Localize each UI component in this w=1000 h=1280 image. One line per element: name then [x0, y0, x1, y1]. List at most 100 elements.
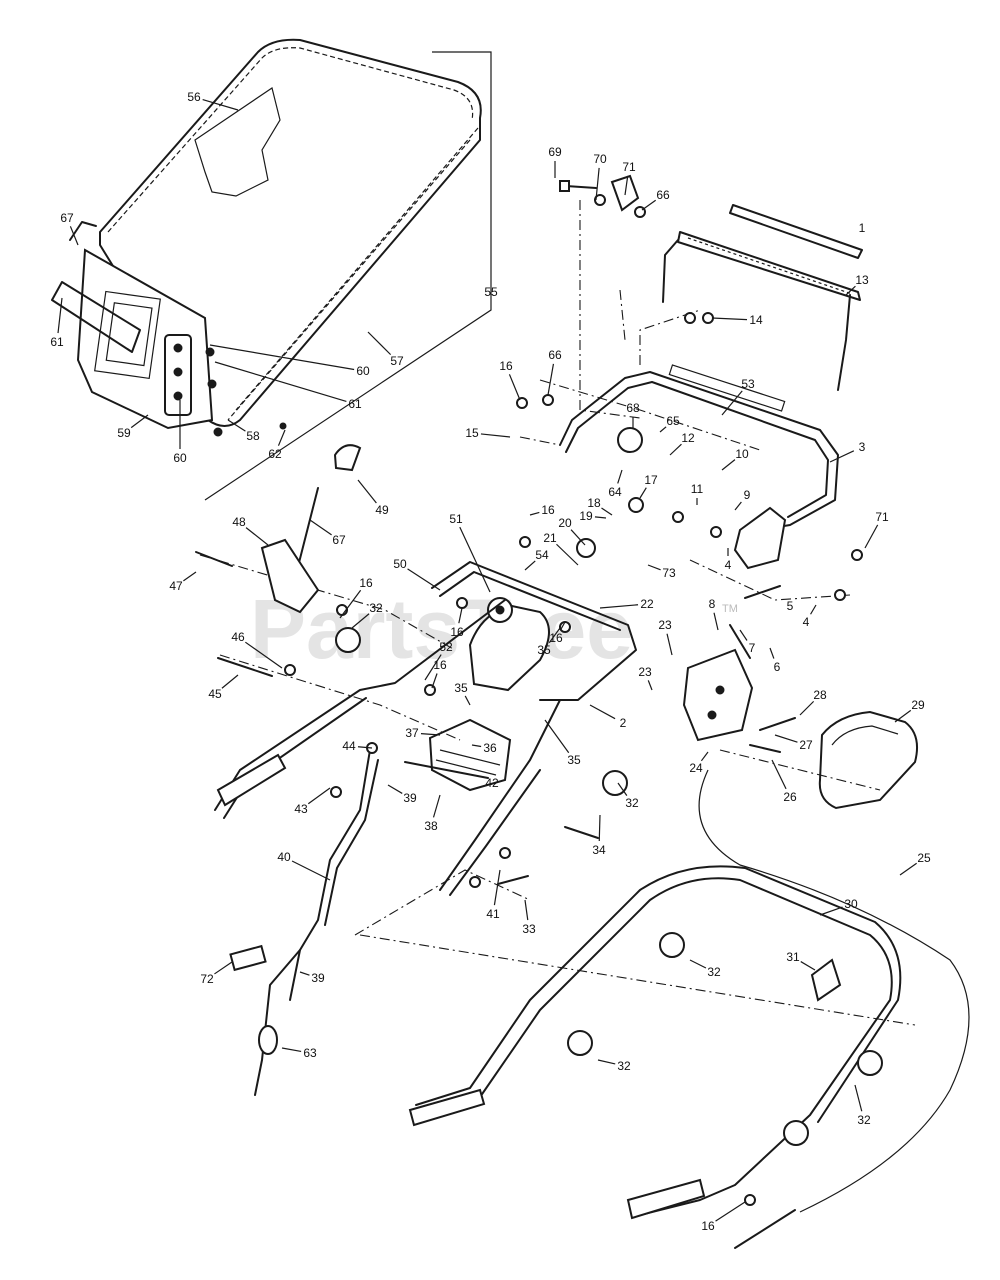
leader-line-35: [548, 627, 561, 644]
control-plate: [682, 648, 754, 742]
part-callout-70: 70: [593, 152, 607, 166]
leader-line-32: [854, 1084, 863, 1112]
part-callout-9: 9: [744, 488, 751, 502]
part-callout-45: 45: [208, 687, 222, 701]
leader-line-62: [277, 429, 286, 446]
leader-line-61: [214, 361, 347, 402]
bolt-45: [217, 657, 273, 677]
assembly-lines: [199, 200, 916, 1026]
part-callout-27: 27: [799, 738, 813, 752]
center-housing: [428, 561, 918, 810]
leader-line-16: [715, 1201, 746, 1222]
part-callout-67: 67: [332, 533, 346, 547]
loose-parts: [195, 174, 883, 1249]
bag-body: [99, 38, 482, 427]
part-callout-16: 16: [359, 576, 373, 590]
part-callout-54: 54: [535, 548, 549, 562]
part-callout-60: 60: [173, 451, 187, 465]
leader-line-54: [524, 560, 536, 571]
part-callout-26: 26: [783, 790, 797, 804]
part-callout-43: 43: [294, 802, 308, 816]
part-callout-72: 72: [200, 972, 214, 986]
part-callout-16: 16: [433, 658, 447, 672]
leader-line-71: [624, 175, 629, 196]
part-callout-58: 58: [246, 429, 260, 443]
part-callout-8: 8: [709, 597, 716, 611]
leader-line-25: [899, 862, 918, 876]
leader-line-2: [589, 704, 616, 720]
leader-line-47: [183, 571, 197, 582]
leader-line-52: [424, 654, 442, 681]
leader-line-28: [799, 700, 815, 716]
leader-line-16: [529, 511, 540, 516]
part-callout-71: 71: [875, 510, 889, 524]
part-callout-40: 40: [277, 850, 291, 864]
part-callout-53: 53: [741, 377, 755, 391]
part-callout-28: 28: [813, 688, 827, 702]
part-callout-31: 31: [786, 950, 800, 964]
lower-handle-assembly: [408, 769, 970, 1220]
leader-line-63: [281, 1047, 302, 1053]
part-callout-57: 57: [390, 354, 404, 368]
harness-switch: [258, 1025, 278, 1055]
leader-line-9: [734, 501, 742, 511]
leader-line-40: [291, 860, 331, 881]
part-callout-35: 35: [567, 753, 581, 767]
leader-line-22: [599, 604, 639, 609]
part-callout-14: 14: [749, 313, 763, 327]
leader-line-50: [407, 568, 441, 591]
part-callout-61: 61: [50, 335, 64, 349]
leader-line-6: [769, 647, 775, 659]
part-callout-46: 46: [231, 630, 245, 644]
leader-line-32: [689, 959, 707, 969]
leader-line-34: [598, 814, 601, 842]
leader-line-44: [357, 746, 373, 749]
leader-line-45: [221, 674, 239, 689]
leader-line-32: [597, 1059, 616, 1065]
leader-line-61: [57, 297, 63, 334]
leader-line-43: [307, 787, 331, 805]
part-callout-21: 21: [543, 531, 557, 545]
part-callout-32: 32: [857, 1113, 871, 1127]
bag-handle: [51, 281, 141, 353]
part-callout-42: 42: [485, 776, 499, 790]
leader-line-64: [617, 469, 623, 484]
part-callout-39: 39: [311, 971, 325, 985]
part-callout-62: 62: [268, 447, 282, 461]
part-callout-50: 50: [393, 557, 407, 571]
leader-line-36: [471, 744, 482, 748]
bag-fabric-patch: [194, 87, 281, 197]
part-callout-34: 34: [592, 843, 606, 857]
bolt-34: [564, 826, 599, 839]
leader-line-10: [721, 459, 736, 471]
part-callout-65: 65: [666, 414, 680, 428]
part-callout-60: 60: [356, 364, 370, 378]
leader-line-16: [458, 607, 463, 624]
part-callout-11: 11: [691, 482, 704, 496]
part-callout-2: 2: [620, 716, 627, 730]
part-callout-68: 68: [626, 401, 640, 415]
part-callout-63: 63: [303, 1046, 317, 1060]
part-callout-35: 35: [537, 643, 551, 657]
leader-line-32: [617, 782, 628, 796]
callout-leaders: [57, 98, 918, 1222]
bracket-48: [260, 538, 320, 614]
part-callout-3: 3: [859, 440, 866, 454]
part-callout-4: 4: [803, 615, 810, 629]
part-callout-37: 37: [405, 726, 419, 740]
control-bracket: [733, 506, 787, 570]
part-callout-61: 61: [348, 397, 362, 411]
leader-line-30: [819, 906, 843, 916]
part-callout-12: 12: [681, 431, 695, 445]
harness-connector: [229, 944, 267, 972]
leader-line-73: [647, 564, 661, 571]
leader-line-23: [647, 680, 653, 691]
grass-bag-assembly: [51, 38, 482, 437]
part-callout-32: 32: [369, 601, 383, 615]
part-callout-32: 32: [707, 965, 721, 979]
part-callout-32: 32: [617, 1059, 631, 1073]
leader-line-17: [639, 487, 647, 499]
part-callout-56: 56: [187, 90, 201, 104]
